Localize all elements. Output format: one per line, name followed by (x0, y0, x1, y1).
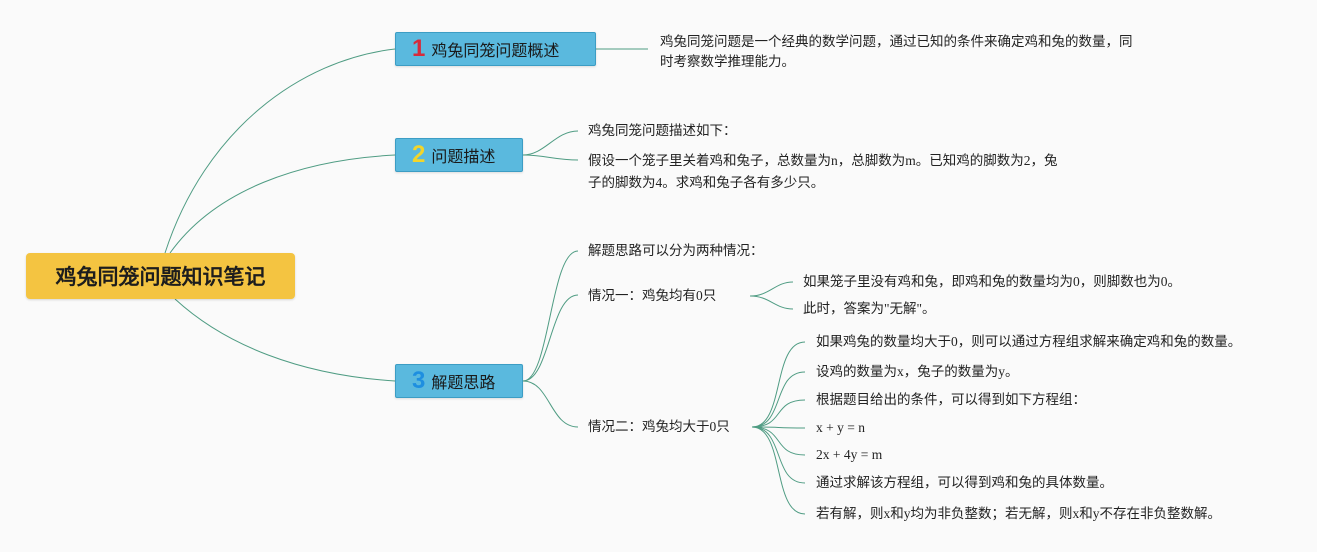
edge-topic3-intro (522, 250, 579, 382)
problem-note-line2: 子的脚数为4。求鸡和兔子各有多少只。 (588, 175, 825, 190)
edge-case2-item6 (751, 426, 806, 484)
number-1-icon: 1 (412, 35, 426, 62)
topic-overview[interactable]: 1 鸡兔同笼问题概述 (395, 32, 596, 66)
topic-problem[interactable]: 2 问题描述 (395, 138, 523, 172)
case2-item: 如果鸡兔的数量均大于0，则可以通过方程组求解来确定鸡和兔的数量。 (816, 334, 1242, 349)
edge-topic3-case2 (522, 380, 579, 428)
topic-label: 解题思路 (431, 373, 496, 392)
edge-topic3-case1 (522, 294, 579, 382)
overview-note-line2: 时考察数学推理能力。 (660, 54, 795, 69)
overview-note-line1: 鸡兔同笼问题是一个经典的数学问题，通过已知的条件来确定鸡和兔的数量，同 (660, 34, 1133, 49)
case1-label[interactable]: 情况一：鸡兔均有0只 (588, 288, 717, 303)
edge-case1-item2 (749, 295, 794, 310)
solution-intro: 解题思路可以分为两种情况： (588, 243, 764, 258)
equation-2: 2x + 4y = m (816, 447, 883, 462)
edge-root-topic1 (164, 48, 396, 254)
equation-1: x + y = n (816, 420, 865, 435)
topic-label: 鸡兔同笼问题概述 (431, 41, 560, 60)
edge-root-topic2 (169, 154, 396, 254)
case2-item: 通过求解该方程组，可以得到鸡和兔的具体数量。 (816, 475, 1113, 490)
topic-label: 问题描述 (431, 147, 496, 166)
edge-case2-item5 (751, 426, 806, 456)
root-node[interactable]: 鸡兔同笼问题知识笔记 (26, 253, 295, 299)
problem-note-line1: 假设一个笼子里关着鸡和兔子，总数量为n，总脚数为m。已知鸡的脚数为2，兔 (588, 153, 1058, 168)
case2-item: 若有解，则x和y均为非负整数；若无解，则x和y不存在非负整数解。 (816, 506, 1221, 521)
number-2-icon: 2 (412, 141, 426, 168)
edge-root-topic3 (174, 298, 396, 382)
edge-topic2-note1 (522, 130, 579, 156)
edge-case2-item1 (751, 341, 806, 428)
number-3-icon: 3 (412, 367, 426, 394)
edge-case2-item4 (751, 426, 806, 429)
edge-case1-item1 (749, 281, 794, 297)
topic-solution[interactable]: 3 解题思路 (395, 364, 523, 398)
root-title: 鸡兔同笼问题知识笔记 (55, 265, 266, 289)
case1-item: 此时，答案为"无解"。 (803, 301, 936, 316)
edge-case2-item2 (751, 371, 806, 428)
edge-case2-item3 (751, 399, 806, 428)
edge-topic2-note2 (522, 154, 579, 161)
case2-label[interactable]: 情况二：鸡兔均大于0只 (588, 419, 730, 434)
case2-item: 根据题目给出的条件，可以得到如下方程组： (816, 392, 1086, 407)
edge-case2-item7 (751, 426, 806, 515)
problem-note-intro: 鸡兔同笼问题描述如下： (588, 123, 737, 138)
case2-item: 设鸡的数量为x，兔子的数量为y。 (816, 364, 1019, 379)
case1-item: 如果笼子里没有鸡和兔，即鸡和兔的数量均为0，则脚数也为0。 (803, 274, 1181, 289)
